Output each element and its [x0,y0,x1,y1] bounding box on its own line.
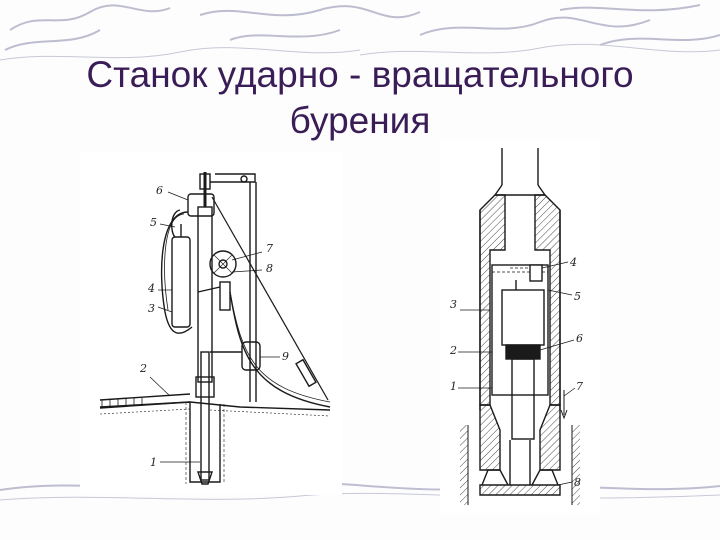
label-3: 3 [148,302,155,315]
label-9: 9 [282,350,289,363]
title-line-2: бурения [289,100,431,141]
label-3: 3 [450,298,457,311]
drill-pipe [501,148,539,185]
drill-bit [197,471,213,485]
label-8: 8 [266,262,273,275]
valve-4 [529,264,543,282]
ground-hose [99,393,191,409]
chamber [491,264,549,396]
bit-8 [481,469,559,486]
hammer-section-panel: 4 5 3 6 2 1 7 8 [440,140,600,513]
hammer-section: 4 5 3 6 2 1 7 8 [449,148,583,505]
label-1: 1 [450,380,457,393]
label-8: 8 [574,476,581,489]
slide-title: Станок ударно - вращательного бурения [40,52,680,144]
air-hose [160,211,193,334]
label-7: 7 [576,380,583,393]
label-6: 6 [576,332,583,345]
rig-diagram: 6 5 4 3 2 1 7 8 9 [99,172,331,485]
rig-diagram-panel: 6 5 4 3 2 1 7 8 9 [80,152,342,495]
label-6: 6 [156,184,163,197]
striker [511,358,535,440]
mast [197,206,213,383]
pneumatic-cylinder [171,236,191,328]
label-2: 2 [139,362,147,375]
title-line-1: Станок ударно - вращательного [86,54,634,95]
base-clamp [195,376,215,398]
guy-cable [211,196,329,401]
label-1: 1 [150,456,157,469]
borehole [189,402,221,483]
label-4: 4 [147,282,155,295]
piston-6 [505,344,541,360]
regulator [241,341,261,371]
label-7: 7 [266,242,273,255]
top-bracket [210,173,256,183]
supply-hose [229,291,331,408]
label-5: 5 [150,216,157,229]
label-5: 5 [574,290,581,303]
label-2: 2 [449,344,457,357]
drill-rod [200,351,210,481]
motor-6 [187,193,215,217]
label-4: 4 [569,256,577,269]
rotator-gear [209,250,237,278]
